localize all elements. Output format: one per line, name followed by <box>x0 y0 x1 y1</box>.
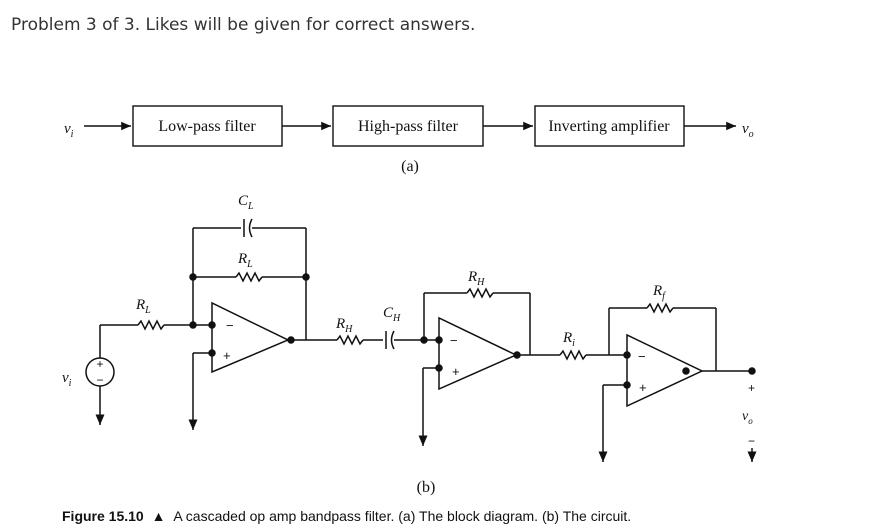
resistor-rh-feedback <box>466 287 494 299</box>
ri-label: Ri <box>562 330 575 349</box>
low-pass-filter-label: Low-pass filter <box>158 118 256 135</box>
problem-title: Problem 3 of 3. Likes will be given for … <box>11 15 476 35</box>
caption-prefix: Figure 15.10 <box>62 508 144 524</box>
opamp1-plus: + <box>223 348 231 363</box>
output-minus: − <box>748 434 755 448</box>
resistor-ri <box>559 349 587 361</box>
voltage-source: + − <box>85 325 115 425</box>
rl-input-label: RL <box>135 297 151 316</box>
part-b-label: (b) <box>417 479 436 496</box>
output-label: vo <box>742 409 753 426</box>
rh-input-label: RH <box>335 316 353 335</box>
resistor-rl-feedback <box>235 271 263 283</box>
resistor-rf <box>646 302 674 314</box>
opamp3-minus: − <box>638 349 646 364</box>
rl-feedback-label: RL <box>237 251 253 270</box>
block-diagram: vi Low-pass filter High-pass filter Inve… <box>64 105 754 175</box>
figure-caption: Figure 15.10 ▲ A cascaded op amp bandpas… <box>62 508 631 524</box>
resistor-rh-input <box>336 334 364 346</box>
source-minus: − <box>96 373 103 387</box>
op-amp-2: − + <box>418 316 530 446</box>
source-plus: + <box>96 357 103 371</box>
source-label: vi <box>62 370 72 389</box>
rh-feedback-label: RH <box>467 269 485 288</box>
ch-label: CH <box>383 305 401 324</box>
opamp3-plus: + <box>639 380 647 395</box>
block-input-label: vi <box>64 121 74 140</box>
cl-label: CL <box>238 193 254 212</box>
inverting-amplifier-label: Inverting amplifier <box>548 118 670 135</box>
opamp2-plus: + <box>452 364 460 379</box>
opamp1-minus: − <box>226 318 234 333</box>
part-a-label: (a) <box>401 158 419 175</box>
resistor-rl-input <box>137 319 165 331</box>
op-amp-1: − + <box>188 301 306 430</box>
rf-label: Rf <box>652 283 666 302</box>
output-terminal-top <box>748 367 756 375</box>
opamp2-minus: − <box>450 333 458 348</box>
caption-marker: ▲ <box>152 508 166 524</box>
capacitor-cl <box>243 218 253 238</box>
caption-text: A cascaded op amp bandpass filter. (a) T… <box>173 508 631 524</box>
op-amp-3: − + <box>598 333 752 462</box>
capacitor-ch <box>385 330 395 350</box>
circuit-diagram: + − vi RL CL RL <box>62 193 757 496</box>
high-pass-filter-label: High-pass filter <box>358 118 459 135</box>
output-plus: + <box>748 381 755 395</box>
block-output-label: vo <box>742 121 754 140</box>
